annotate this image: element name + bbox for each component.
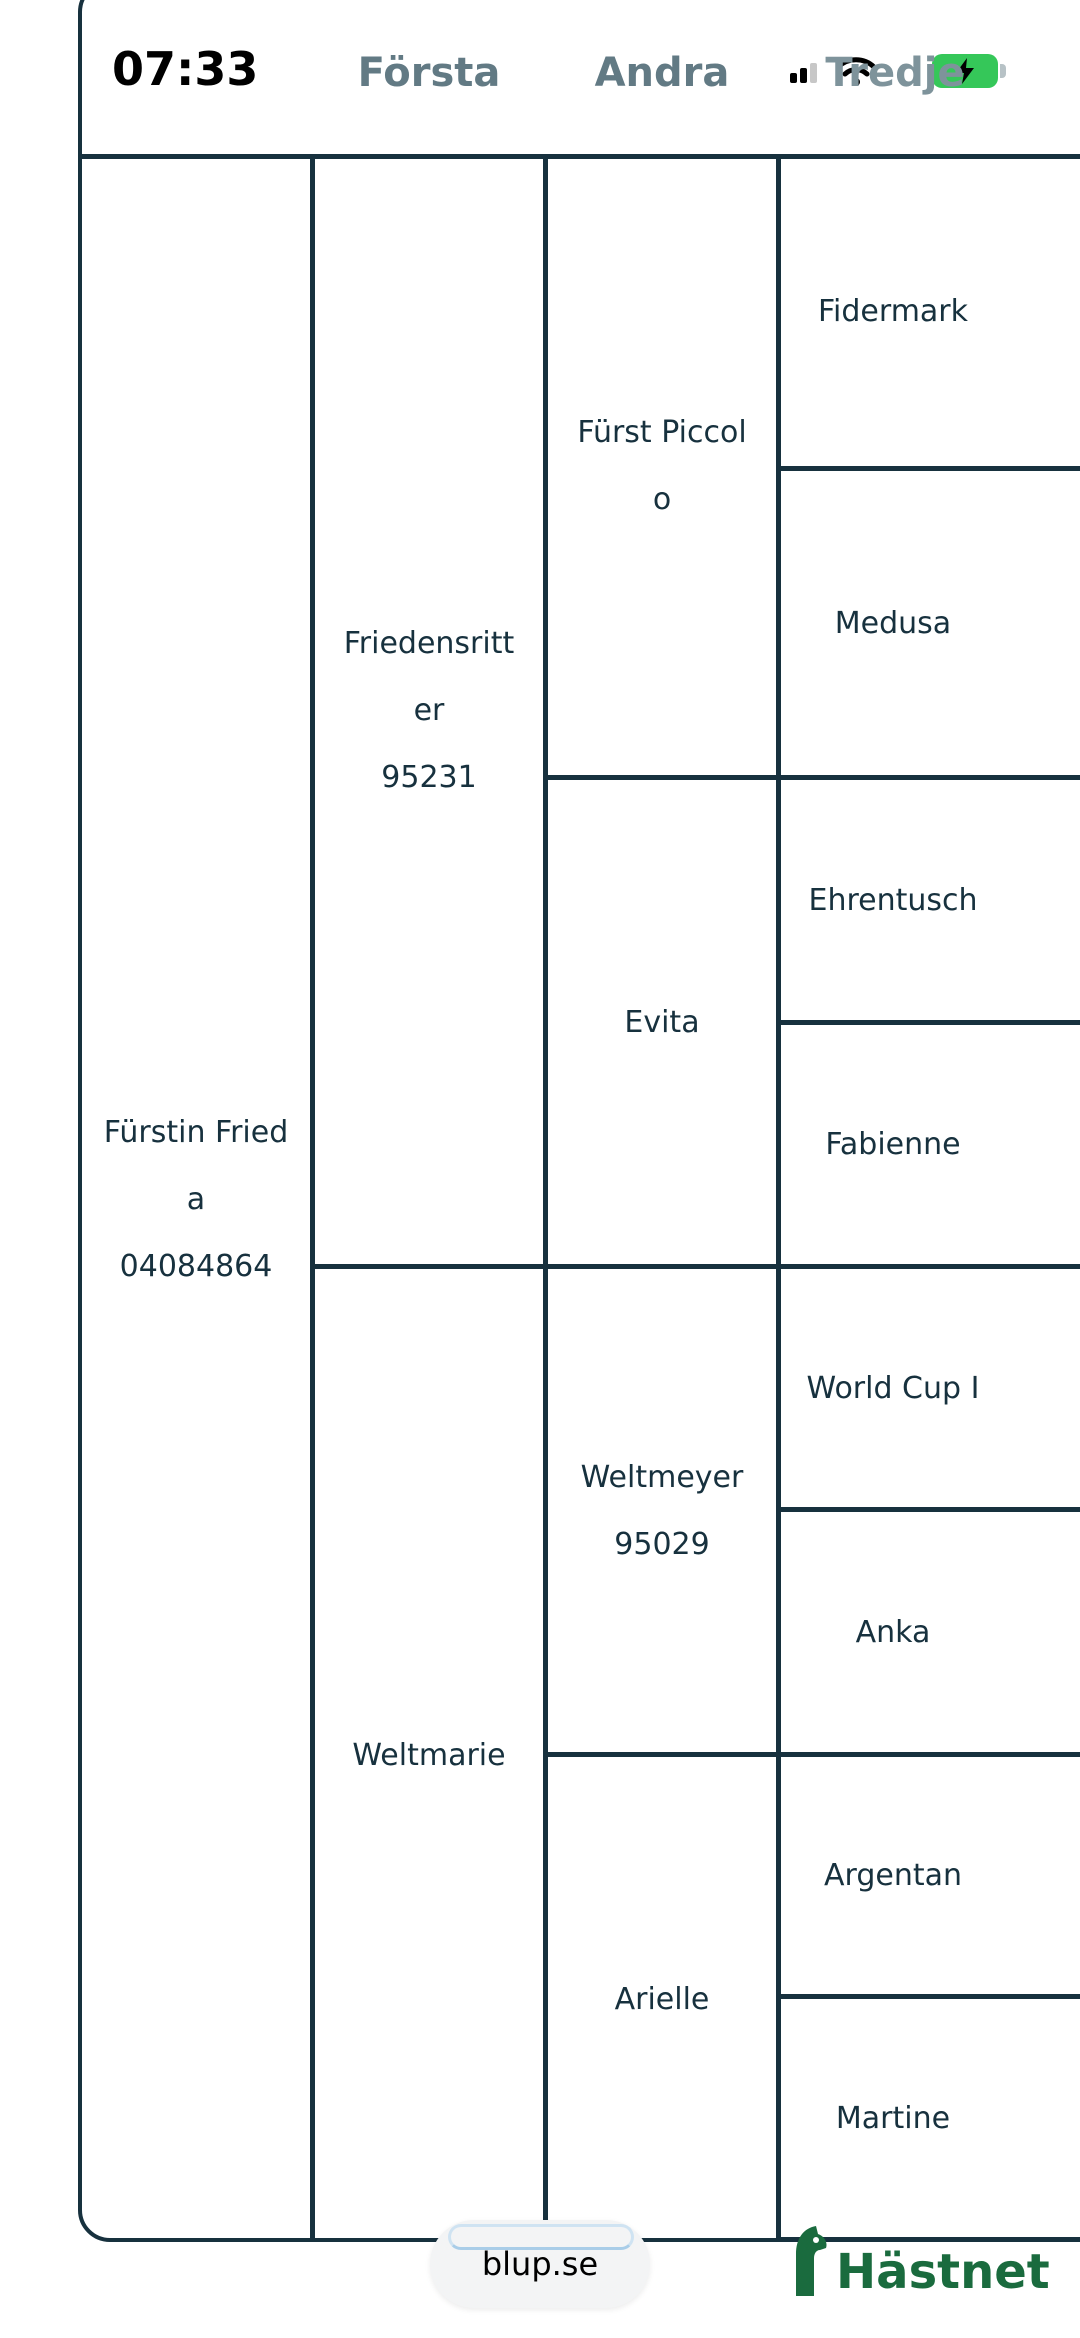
- horse-ggp-label: Fidermark: [817, 294, 969, 329]
- horse-head-icon: [796, 2226, 827, 2296]
- horse-ggp-label: Argentan: [823, 1858, 962, 1893]
- horse-sire-dam-label: Evita: [624, 1004, 700, 1040]
- brand-logo[interactable]: Hästnet: [790, 2224, 1050, 2296]
- column-header-third[interactable]: Tredje: [825, 50, 965, 96]
- battery-icon: [932, 54, 998, 88]
- battery-tip: [1000, 64, 1006, 78]
- column-divider: [310, 157, 315, 2241]
- horse-ggp[interactable]: Martine: [781, 1999, 1005, 2237]
- horse-ggp-label: Martine: [835, 2100, 951, 2136]
- horse-dam-dam-label: Arielle: [614, 1981, 710, 2017]
- brand-name: Hästnet: [836, 2244, 1050, 2300]
- horse-ggp[interactable]: Ehrentusch: [781, 780, 1005, 1020]
- wifi-icon: [835, 57, 877, 86]
- row-divider: [776, 1020, 1080, 1025]
- url-bar[interactable]: blup.se: [430, 2220, 650, 2308]
- horse-ggp-label: World Cup I: [806, 1370, 980, 1406]
- horse-sire-label: Friedensritt er 95231: [343, 626, 515, 795]
- row-divider: [310, 1264, 1080, 1269]
- status-time: 07:33: [112, 42, 259, 96]
- row-divider: [543, 775, 1080, 780]
- horse-dam-sire-label: Weltmeyer 95029: [580, 1459, 744, 1562]
- horse-sire-dam[interactable]: Evita: [548, 780, 776, 1264]
- column-divider: [543, 157, 548, 2241]
- horse-subject[interactable]: Fürstin Fried a 04084864: [82, 157, 310, 2241]
- horse-sire-sire[interactable]: Fürst Piccol o: [548, 157, 776, 775]
- horse-sire[interactable]: Friedensritt er 95231: [315, 157, 543, 1264]
- horse-subject-label: Fürstin Fried a 04084864: [103, 1114, 289, 1284]
- row-divider: [776, 466, 1080, 471]
- row-divider: [776, 1994, 1080, 1999]
- horse-dam[interactable]: Weltmarie: [315, 1269, 543, 2241]
- horse-dam-sire[interactable]: Weltmeyer 95029: [548, 1269, 776, 1752]
- horse-ggp-label: Ehrentusch: [808, 882, 978, 918]
- status-icons: [788, 50, 878, 94]
- horse-ggp-label: Anka: [855, 1614, 931, 1650]
- column-divider: [776, 157, 781, 2241]
- horse-ggp-label: Medusa: [834, 605, 952, 641]
- horse-dam-label: Weltmarie: [352, 1737, 506, 1773]
- horse-ggp[interactable]: Fidermark: [781, 157, 1005, 466]
- signal-icon: [790, 63, 817, 83]
- url-text: blup.se: [481, 2245, 599, 2283]
- header-divider: [80, 154, 1080, 159]
- url-bar-handle[interactable]: [448, 2224, 634, 2250]
- column-header-second[interactable]: Andra: [594, 50, 730, 96]
- horse-ggp[interactable]: Argentan: [781, 1757, 1005, 1994]
- horse-dam-dam[interactable]: Arielle: [548, 1757, 776, 2241]
- column-header-first[interactable]: Första: [357, 50, 501, 96]
- row-divider: [776, 1507, 1080, 1512]
- horse-sire-sire-label: Fürst Piccol o: [577, 415, 747, 517]
- horse-ggp[interactable]: Fabienne: [781, 1025, 1005, 1264]
- charging-bolt-icon: [956, 58, 974, 84]
- horse-ggp[interactable]: World Cup I: [781, 1269, 1005, 1507]
- bottom-border: [776, 2237, 1080, 2242]
- horse-ggp-label: Fabienne: [825, 1127, 961, 1162]
- row-divider: [543, 1752, 1080, 1757]
- horse-ggp[interactable]: Medusa: [781, 471, 1005, 775]
- horse-ggp[interactable]: Anka: [781, 1512, 1005, 1752]
